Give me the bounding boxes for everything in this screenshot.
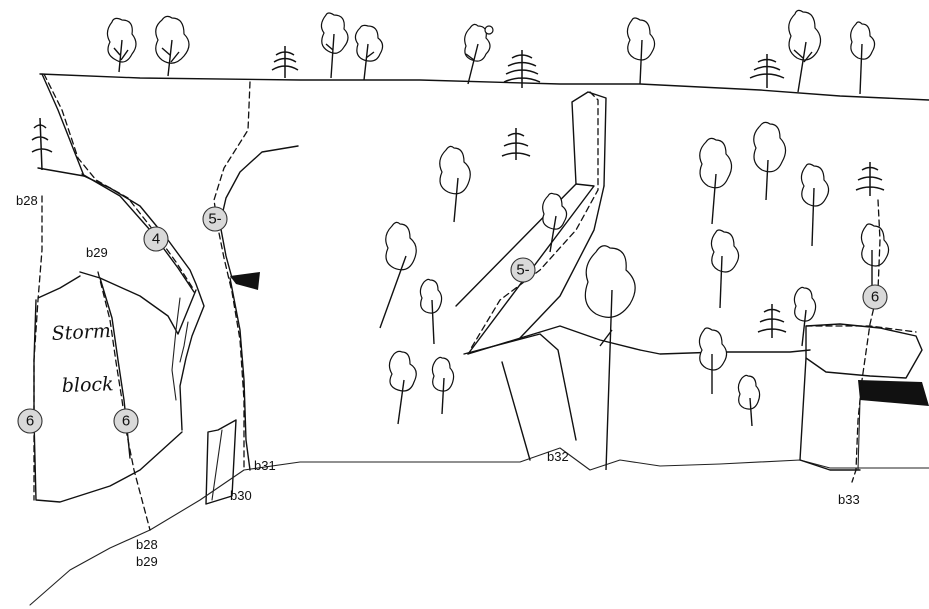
route-label-b31: b31 — [254, 458, 276, 473]
grade-marker-4: 4 — [144, 227, 168, 251]
route-label-b29-bottom: b29 — [136, 554, 158, 569]
deciduous-tree-icon — [585, 246, 635, 470]
central-corner — [206, 146, 298, 504]
route-line-b32 — [470, 92, 598, 350]
pine-tree-icon — [856, 162, 884, 196]
deciduous-tree-icon — [420, 279, 441, 344]
deciduous-tree-icon — [754, 122, 786, 200]
route-label-b28: b28 — [16, 193, 38, 208]
deciduous-tree-icon — [440, 146, 471, 222]
grade-text-5-left: 5- — [208, 211, 221, 228]
grade-marker-6-right: 6 — [863, 285, 887, 309]
deciduous-tree-icon — [355, 25, 382, 80]
deciduous-tree-icon — [801, 164, 828, 246]
pine-tree-icon — [502, 128, 530, 160]
boulder-name-line2: block — [61, 373, 114, 397]
deciduous-tree-icon — [389, 351, 416, 424]
route-label-b32: b32 — [547, 449, 569, 464]
deciduous-tree-icon — [380, 222, 416, 328]
deciduous-tree-icon — [738, 375, 759, 426]
roof-shadow — [858, 380, 929, 406]
boulder-name-line1: Storm — [51, 320, 111, 345]
deciduous-tree-icon — [627, 18, 654, 84]
grade-text-5-right: 5- — [516, 262, 529, 279]
deciduous-tree-icon — [789, 10, 821, 92]
grade-text-6-mid: 6 — [122, 413, 130, 430]
deciduous-tree-icon — [861, 224, 888, 290]
grade-text-6-left: 6 — [26, 413, 34, 430]
overhang-shadow — [230, 272, 260, 290]
deciduous-tree-icon — [851, 22, 875, 94]
grade-marker-5-left: 5- — [203, 207, 227, 231]
storm-block-boulder: Storm block — [32, 74, 204, 502]
deciduous-tree-icon — [700, 138, 732, 224]
ground-line — [30, 448, 929, 605]
face-trees — [380, 122, 889, 470]
route-label-b33: b33 — [838, 492, 860, 507]
crest-line — [40, 74, 929, 100]
deciduous-tree-icon — [156, 16, 189, 76]
grade-marker-6-left: 6 — [18, 409, 42, 433]
route-line-ledge — [806, 326, 916, 332]
route-label-b30: b30 — [230, 488, 252, 503]
grade-marker-5-right: 5- — [511, 258, 535, 282]
route-line-edge — [44, 74, 194, 290]
pine-tree-icon — [272, 46, 298, 78]
route-label-b29: b29 — [86, 245, 108, 260]
grade-marker-6-mid: 6 — [114, 409, 138, 433]
deciduous-tree-icon — [711, 230, 738, 308]
pine-tree-icon — [758, 304, 786, 338]
deciduous-tree-icon — [543, 193, 567, 252]
route-label-b28-bottom: b28 — [136, 537, 158, 552]
grade-text-4: 4 — [152, 231, 160, 248]
right-block — [800, 324, 929, 470]
deciduous-tree-icon — [465, 24, 493, 84]
deciduous-tree-icon — [794, 287, 815, 346]
deciduous-tree-icon — [107, 18, 136, 72]
deciduous-tree-icon — [699, 328, 726, 394]
grade-text-6-right: 6 — [871, 289, 879, 306]
pine-tree-icon — [750, 54, 784, 88]
deciduous-tree-icon — [432, 357, 453, 414]
deciduous-tree-icon — [321, 13, 348, 78]
